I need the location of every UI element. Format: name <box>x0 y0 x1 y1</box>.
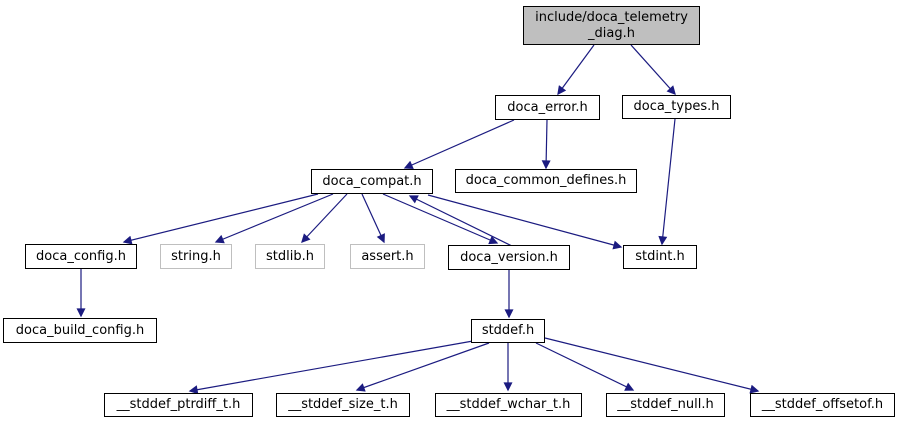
edge-doca_compat-to-stdlib <box>301 193 348 243</box>
node-label: __stddef_offsetof.h <box>761 397 884 413</box>
node-label: assert.h <box>361 248 414 264</box>
edge-doca_version-to-doca_compat <box>408 195 513 247</box>
node-label: doca_config.h <box>36 248 126 264</box>
node-doca_error[interactable]: doca_error.h <box>495 95 600 120</box>
node-doca_types[interactable]: doca_types.h <box>622 95 731 119</box>
node-label: doca_version.h <box>460 249 558 265</box>
edge-doca_compat-to-doca_version <box>382 193 499 245</box>
edge-stddef-to-stddef_offsetof <box>544 337 760 394</box>
edge-doca_types-to-stdint <box>658 118 676 246</box>
node-stddef_offsetof[interactable]: __stddef_offsetof.h <box>750 393 895 417</box>
edge-doca_compat-to-string <box>214 193 334 244</box>
node-label: stdint.h <box>635 249 685 265</box>
node-doca_build_config[interactable]: doca_build_config.h <box>3 318 157 343</box>
node-label: string.h <box>171 248 221 264</box>
node-assert: assert.h <box>350 244 425 269</box>
node-doca_compat[interactable]: doca_compat.h <box>311 169 433 194</box>
node-label: doca_error.h <box>507 99 588 115</box>
node-doca_config[interactable]: doca_config.h <box>25 244 137 269</box>
edge-telemetry_diag-to-doca_types <box>630 44 676 96</box>
node-label: __stddef_size_t.h <box>288 397 398 413</box>
node-stddef_wchar[interactable]: __stddef_wchar_t.h <box>435 393 582 417</box>
node-stddef[interactable]: stddef.h <box>471 319 545 343</box>
edge-doca_error-to-doca_common_defines <box>541 119 551 170</box>
node-stdint[interactable]: stdint.h <box>623 245 697 269</box>
node-label: __stddef_wchar_t.h <box>446 397 571 413</box>
node-label: doca_build_config.h <box>15 322 145 338</box>
edge-stddef-to-stddef_size <box>355 342 490 392</box>
edge-stddef-to-stddef_null <box>535 342 635 391</box>
edge-stddef-to-stddef_ptrdiff <box>188 340 474 395</box>
node-label: _diag.h <box>588 25 635 41</box>
edge-doca_compat-to-doca_config <box>122 193 319 245</box>
edge-telemetry_diag-to-doca_error <box>557 44 595 96</box>
node-label: include/doca_telemetry <box>535 9 688 25</box>
node-doca_common_defines[interactable]: doca_common_defines.h <box>455 169 637 193</box>
edge-doca_compat-to-assert <box>361 193 385 244</box>
edge-doca_error-to-doca_compat <box>403 119 515 170</box>
node-stddef_null[interactable]: __stddef_null.h <box>606 393 725 417</box>
node-string: string.h <box>160 244 232 269</box>
node-stddef_size[interactable]: __stddef_size_t.h <box>276 393 410 417</box>
edge-doca_compat-to-stdint <box>427 194 623 250</box>
node-label: doca_common_defines.h <box>465 173 627 189</box>
node-doca_version[interactable]: doca_version.h <box>448 245 570 270</box>
node-label: stddef.h <box>481 323 535 339</box>
node-label: doca_compat.h <box>322 173 422 189</box>
node-stdlib: stdlib.h <box>255 244 325 269</box>
node-stddef_ptrdiff[interactable]: __stddef_ptrdiff_t.h <box>104 393 253 417</box>
node-telemetry_diag: include/doca_telemetry_diag.h <box>523 6 700 45</box>
node-label: stdlib.h <box>266 248 314 264</box>
node-label: __stddef_null.h <box>617 397 714 413</box>
node-label: doca_types.h <box>633 99 720 115</box>
node-label: __stddef_ptrdiff_t.h <box>116 397 241 413</box>
